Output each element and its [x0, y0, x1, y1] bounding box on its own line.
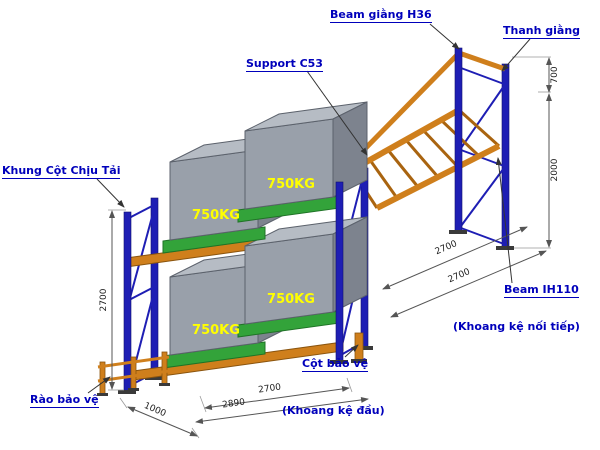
load-label-lower-right: 750KG: [267, 292, 315, 307]
back-beam-ih110: [350, 107, 461, 173]
dim-frame-depth: 1000: [142, 401, 167, 419]
label-cot-bao-ve: Cột bảo vệ: [302, 357, 369, 372]
left-frame-front-post: [123, 211, 132, 393]
right-upright-frame: [460, 63, 514, 250]
left-frame-front-foot: [118, 390, 136, 394]
label-khoang-ke-noi-tiep: (Khoang kệ nối tiếp): [453, 320, 580, 333]
dim-top-offset: 700: [550, 66, 560, 83]
load-label-upper-left: 750KG: [192, 208, 240, 223]
upper-right-pallet-load: [237, 101, 368, 223]
middle-frame-front-foot: [330, 360, 348, 364]
label-beam-ih110: Beam IH110: [504, 283, 579, 298]
dim-first-bay-overall: 2890: [222, 397, 246, 410]
load-label-lower-left: 750KG: [192, 323, 240, 338]
dim-first-bay-beam: 2700: [258, 382, 282, 395]
right-frame-front-foot: [449, 230, 467, 234]
dim-frame-height: 2700: [99, 288, 109, 311]
right-frame-front-post: [454, 47, 463, 233]
top-bracing-beam-h36: [352, 50, 506, 162]
label-khoang-ke-dau: (Khoang kệ đầu): [282, 404, 385, 417]
front-beam-ih110: [375, 143, 501, 211]
middle-frame-front-post: [335, 181, 344, 363]
next-bay-beam-ladder: [350, 107, 501, 211]
load-label-upper-right: 750KG: [267, 177, 315, 192]
label-beam-giang-h36: Beam giằng H36: [330, 8, 432, 23]
dim-beam-level-height: 2000: [550, 158, 560, 181]
label-support-c53: Support C53: [246, 57, 323, 72]
label-khung-cot-chiu-tai: Khung Cột Chịu Tải: [2, 164, 121, 179]
label-rao-bao-ve: Rào bảo vệ: [30, 393, 99, 408]
lower-right-pallet-load: [237, 216, 368, 338]
dim-next-bay-b: 2700: [447, 267, 472, 285]
dim-next-bay-a: 2700: [434, 239, 459, 257]
leader-lines: [87, 23, 531, 394]
label-thanh-giang: Thanh giằng: [503, 24, 581, 39]
